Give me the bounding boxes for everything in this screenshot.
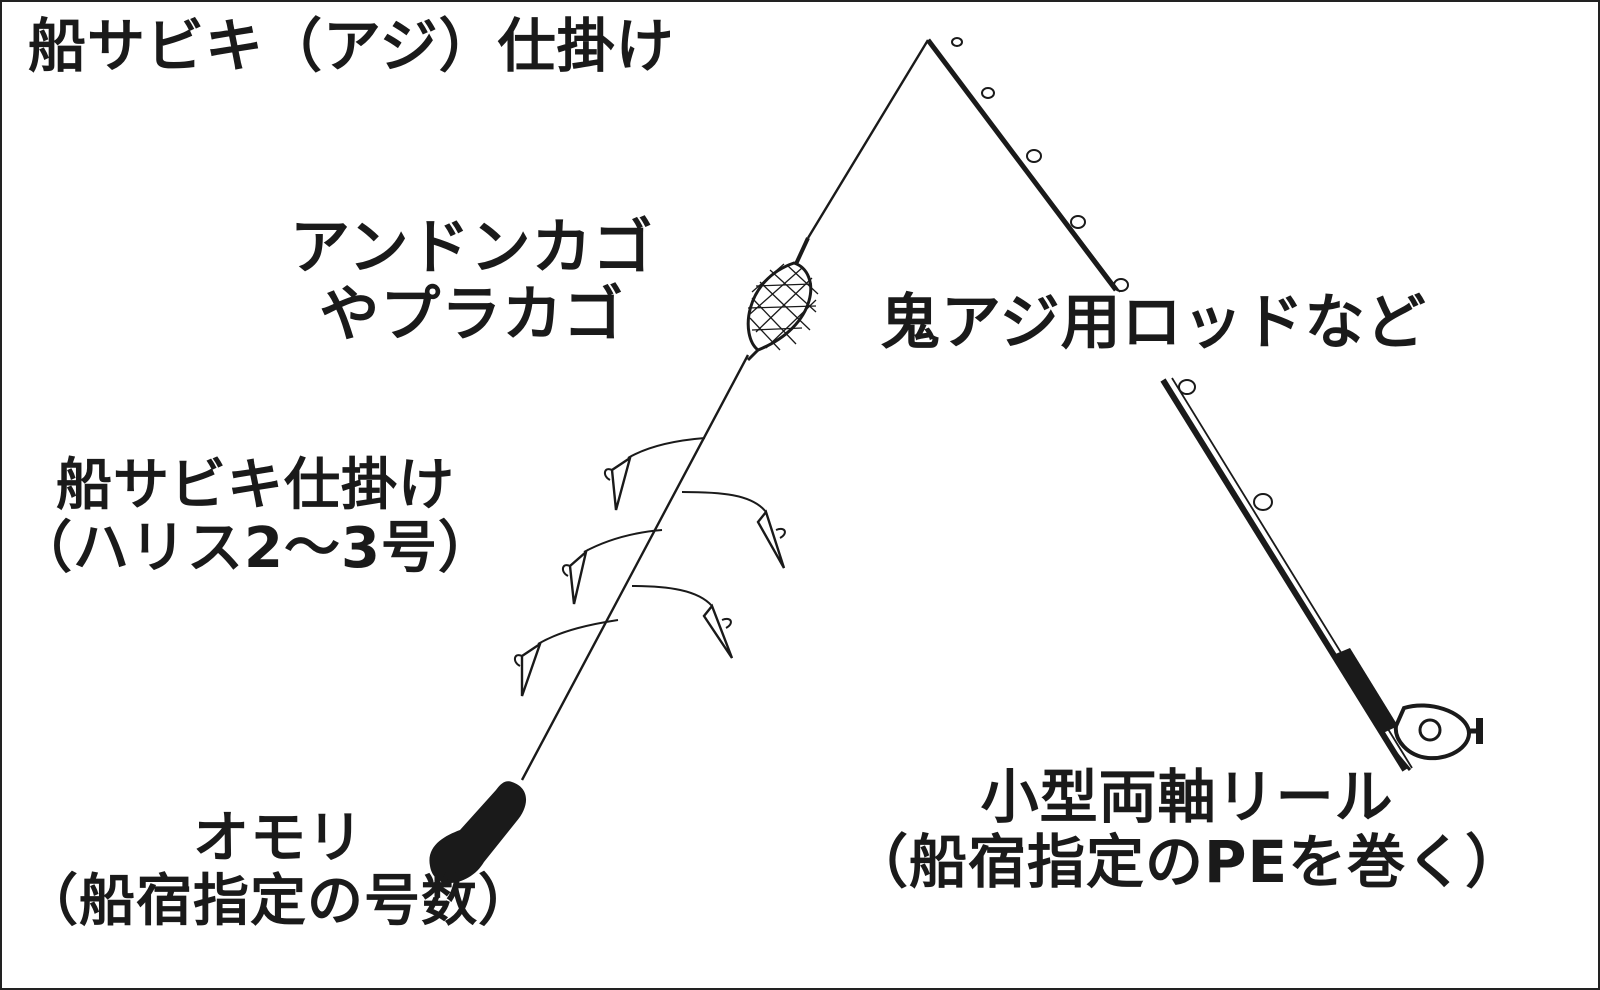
rig-title-text: 船サビキ（アジ）仕掛け <box>28 12 675 80</box>
sabiki-hook-icon <box>514 437 786 697</box>
sabiki-label-line2: （ハリス2～3号） <box>16 515 495 581</box>
sinker-label: オモリ （船宿指定の号数） <box>22 806 535 934</box>
sabiki-label-line1: 船サビキ仕掛け <box>55 453 455 518</box>
sinker-label-line2: （船宿指定の号数） <box>22 868 535 934</box>
sinker-icon <box>429 781 527 883</box>
bait-cage-label: アンドンカゴ やプラカゴ <box>290 213 654 351</box>
reel-label: 小型両軸リール （船宿指定のPEを巻く） <box>850 765 1524 895</box>
bait-cage-label-line2: やプラカゴ <box>319 280 625 351</box>
reel-label-line1: 小型両軸リール <box>980 763 1394 831</box>
reel-icon <box>1393 703 1483 761</box>
reel-label-line2: （船宿指定のPEを巻く） <box>850 827 1525 896</box>
rig-title: 船サビキ（アジ）仕掛け <box>28 14 675 79</box>
bait-cage-icon <box>746 237 819 362</box>
sabiki-label: 船サビキ仕掛け （ハリス2～3号） <box>16 453 495 581</box>
fishing-line <box>520 39 930 781</box>
rod-label: 鬼アジ用ロッドなど <box>880 288 1427 358</box>
rod-label-text: 鬼アジ用ロッドなど <box>880 288 1427 358</box>
bait-cage-label-line1: アンドンカゴ <box>290 213 654 283</box>
fishing-rod-icon <box>926 37 1413 772</box>
sinker-label-line1: オモリ <box>193 806 364 871</box>
